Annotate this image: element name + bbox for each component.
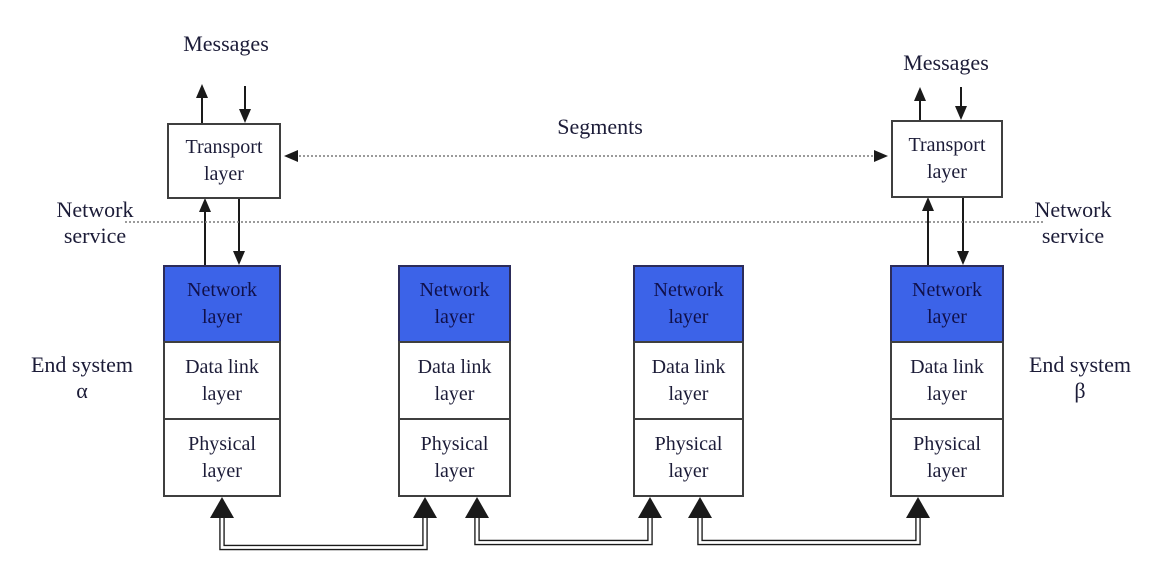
physical-link-1 [210,497,437,551]
network-service-line1: Network [56,197,134,222]
physical-link-2 [465,497,662,546]
end-system-caption-line2: β [1074,378,1086,403]
end-system-alpha-stack: Network layer Data link layer Physical l… [163,265,281,497]
messages-arrows-left [196,84,251,123]
transport-network-arrows-right [922,197,969,265]
transport-layer-box-alpha: Transport layer [167,123,281,199]
network-service-line2: service [1041,223,1105,248]
network-layer-box: Network layer [163,265,281,343]
end-system-caption-line1: End system [1028,352,1132,377]
end-system-alpha-caption: End system α [12,352,152,404]
data-link-layer-box: Data link layer [890,341,1004,420]
network-service-line1: Network [1034,197,1112,222]
messages-arrows-right [914,87,967,120]
network-layer-box: Network layer [398,265,511,343]
network-service-label-left: Network service [35,197,155,249]
end-system-beta-stack: Network layer Data link layer Physical l… [890,265,1004,497]
end-system-caption-line2: α [76,378,88,403]
physical-link-3 [688,497,930,546]
transport-network-arrows-left [199,198,245,265]
physical-layer-box: Physical layer [633,418,744,497]
messages-label-right: Messages [903,50,989,75]
segments-label: Segments [557,114,643,139]
intermediate-node-2-stack: Network layer Data link layer Physical l… [633,265,744,497]
physical-layer-box: Physical layer [890,418,1004,497]
network-service-line2: service [63,223,127,248]
data-link-layer-box: Data link layer [633,341,744,420]
messages-label-left: Messages [183,31,269,56]
network-layer-box: Network layer [890,265,1004,343]
data-link-layer-box: Data link layer [398,341,511,420]
network-layer-box: Network layer [633,265,744,343]
data-link-layer-box: Data link layer [163,341,281,420]
end-system-beta-caption: End system β [1010,352,1150,404]
segments-arrow [284,150,888,162]
end-system-caption-line1: End system [30,352,134,377]
network-service-label-right: Network service [1012,197,1134,249]
physical-layer-box: Physical layer [163,418,281,497]
transport-layer-box-beta: Transport layer [891,120,1003,198]
intermediate-node-1-stack: Network layer Data link layer Physical l… [398,265,511,497]
physical-layer-box: Physical layer [398,418,511,497]
